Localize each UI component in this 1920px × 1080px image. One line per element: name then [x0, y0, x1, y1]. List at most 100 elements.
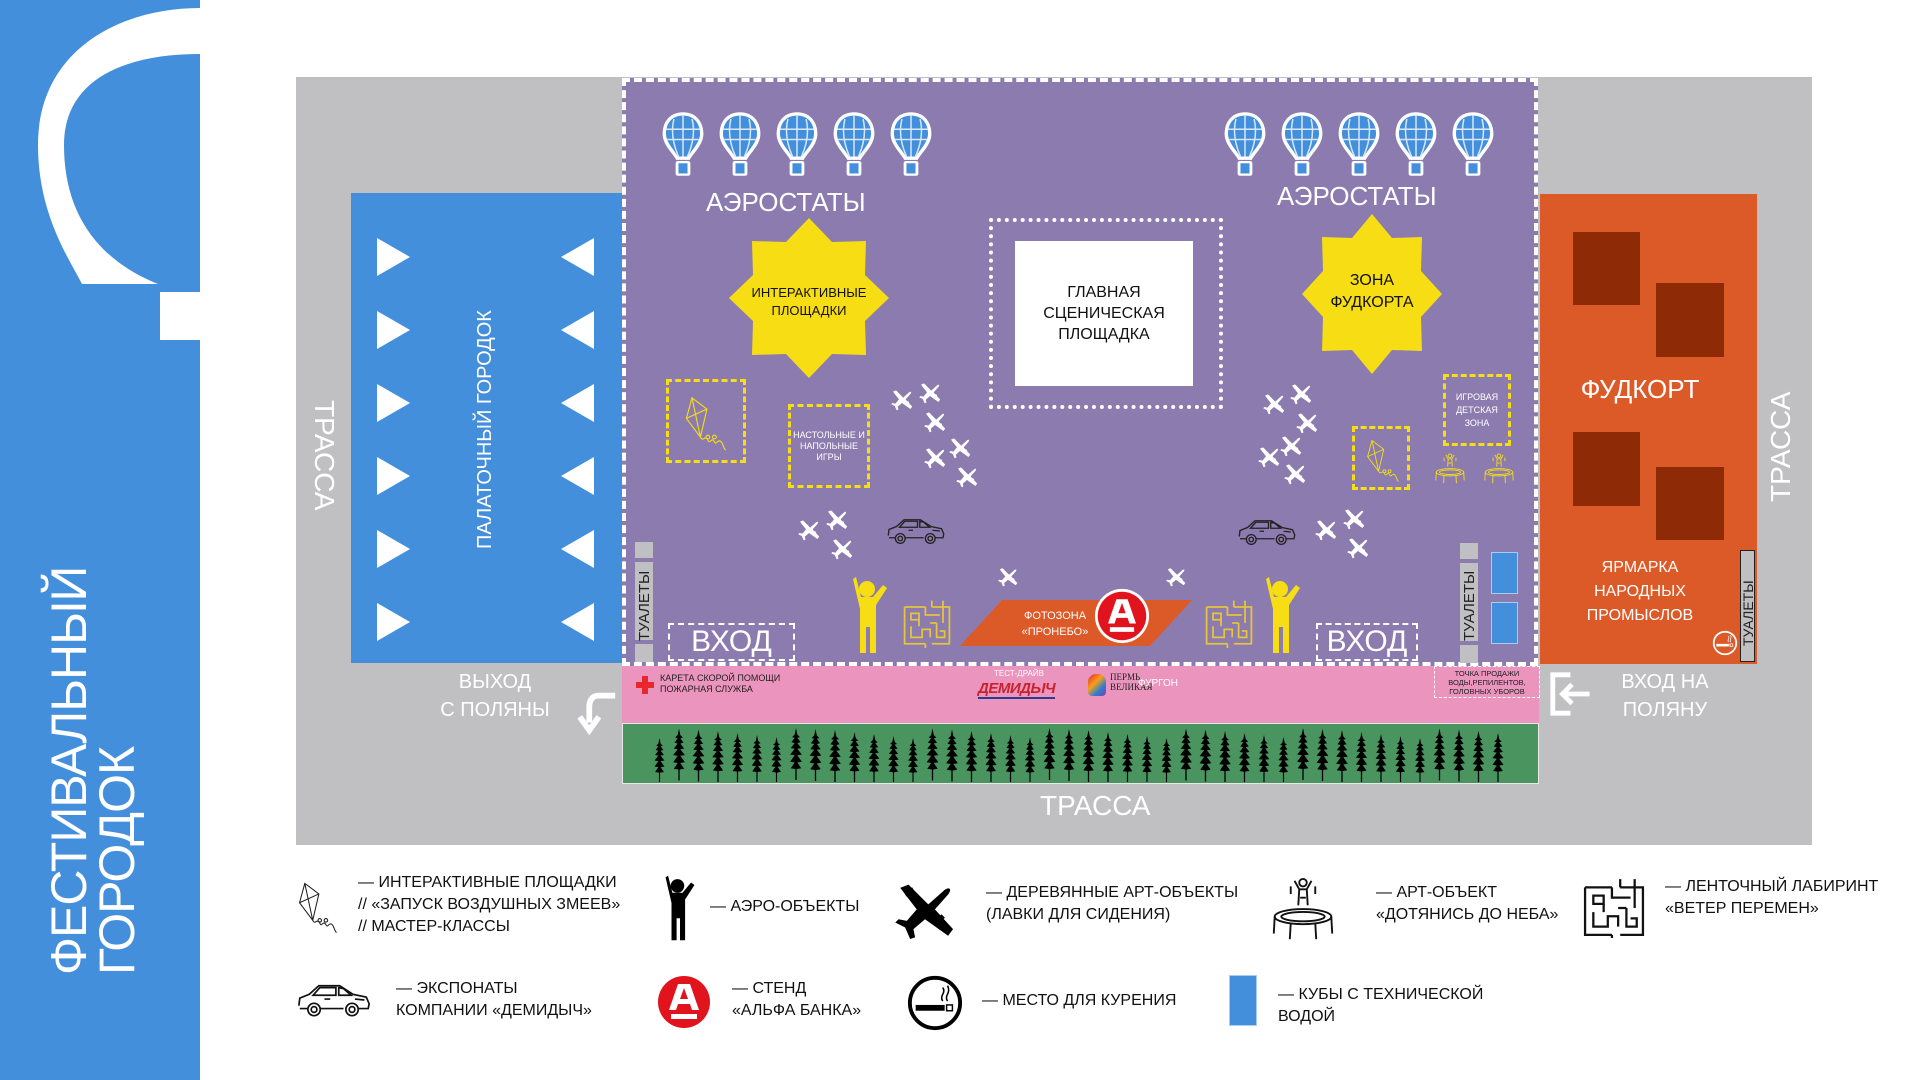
- airplane-icon: [830, 537, 854, 561]
- road-label-right: ТРАССА: [1765, 391, 1796, 502]
- kite-icon: [296, 880, 340, 936]
- exit-glade-label: ВЫХОД С ПОЛЯНЫ: [430, 668, 560, 724]
- forest-trees: [653, 724, 1513, 785]
- kite-zone[interactable]: [1352, 426, 1410, 490]
- toilets-center-right[interactable]: ТУАЛЕТЫ: [1460, 543, 1478, 667]
- tent-city-zone[interactable]: ПАЛАТОЧНЫЙ ГОРОДОК: [351, 193, 623, 663]
- legend-line: «АЛЬФА БАНКА»: [732, 1002, 862, 1019]
- tree-icon: [1278, 737, 1289, 782]
- water-sales-point[interactable]: ТОЧКА ПРОДАЖИ ВОДЫ,РЕПИЛЕНТОВ, ГОЛОВНЫХ …: [1434, 666, 1540, 698]
- airplane-icon: [1262, 392, 1286, 416]
- entrance-left[interactable]: ВХОД: [668, 623, 795, 661]
- label-line: НАПОЛЬНЫЕ ИГРЫ: [799, 440, 859, 462]
- legend-line: — КУБЫ С ТЕХНИЧЕСКОЙ: [1278, 986, 1484, 1003]
- legend: — ИНТЕРАКТИВНЫЕ ПЛОЩАДКИ // «ЗАПУСК ВОЗД…: [296, 870, 1896, 1070]
- sidebar: ФЕСТИВАЛЬНЫЙ ГОРОДОК: [0, 0, 200, 1080]
- main-stage[interactable]: ГЛАВНАЯ СЦЕНИЧЕСКАЯ ПЛОЩАДКА: [1015, 241, 1193, 386]
- tent-icon: [377, 238, 410, 276]
- water-cube-icon[interactable]: [1491, 552, 1518, 594]
- airplane-icon: [1342, 507, 1366, 531]
- kite-icon: [1363, 439, 1403, 483]
- toilets-foodcourt[interactable]: ТУАЛЕТЫ: [1740, 550, 1756, 662]
- food-zone-label: ЗОНА ФУДКОРТА: [1302, 270, 1442, 314]
- tree-icon: [848, 732, 861, 782]
- car-icon[interactable]: [1237, 516, 1297, 548]
- tree-icon: [1297, 728, 1309, 780]
- tree-icon: [790, 728, 802, 780]
- tent-icon: [377, 530, 410, 568]
- smoking-area-icon: [906, 974, 964, 1032]
- trampoline-icon: [1434, 452, 1466, 486]
- tree-icon: [1238, 733, 1251, 782]
- person-waving-icon[interactable]: [850, 575, 890, 655]
- toilets-label: ТУАЛЕТЫ: [1461, 570, 1478, 641]
- tree-icon: [1005, 735, 1016, 782]
- enter-arrow-icon[interactable]: [1548, 670, 1596, 718]
- smoking-area-icon[interactable]: [1712, 630, 1738, 656]
- food-zone-star[interactable]: [1302, 214, 1442, 374]
- airplane-icon: [918, 381, 942, 405]
- person-waving-icon[interactable]: [1263, 575, 1303, 655]
- tent-icon: [377, 457, 410, 495]
- car-icon[interactable]: [886, 515, 946, 547]
- tent-icon: [561, 457, 594, 495]
- legend-item-water: — КУБЫ С ТЕХНИЧЕСКОЙ ВОДОЙ: [1278, 984, 1483, 1028]
- airplane-icon: [948, 436, 972, 460]
- maze-icon[interactable]: [903, 598, 951, 648]
- water-cube-icon[interactable]: [1491, 602, 1518, 644]
- interactive-zone-star[interactable]: [729, 218, 889, 378]
- kite-icon: [681, 396, 731, 452]
- entrance-right[interactable]: ВХОД: [1316, 623, 1418, 661]
- legend-line: «ВЕТЕР ПЕРЕМЕН»: [1665, 900, 1819, 917]
- airplane-icon: [797, 518, 821, 542]
- tree-icon: [1258, 735, 1270, 782]
- airplane-icon: [1283, 462, 1307, 486]
- legend-line: // МАСТЕР-КЛАССЫ: [358, 918, 510, 935]
- ambulance-label: КАРЕТА СКОРОЙ ПОМОЩИ ПОЖАРНАЯ СЛУЖБА: [660, 673, 780, 695]
- tent-city-label: ПАЛАТОЧНЫЙ ГОРОДОК: [474, 310, 496, 549]
- label-line: НАСТОЛЬНЫЕ И: [793, 429, 865, 440]
- aerostats-right-label: АЭРОСТАТЫ: [1277, 181, 1437, 211]
- sidebar-title: ФЕСТИВАЛЬНЫЙ ГОРОДОК: [41, 567, 145, 975]
- label-line: ВОДЫ,РЕПИЛЕНТОВ,: [1448, 678, 1526, 687]
- tree-icon: [654, 738, 665, 782]
- legend-line: — ИНТЕРАКТИВНЫЕ ПЛОЩАДКИ: [358, 874, 617, 891]
- entry-glade-label: ВХОД НА ПОЛЯНУ: [1600, 668, 1730, 724]
- toilet-block: [635, 562, 653, 640]
- tree-icon: [908, 738, 918, 782]
- tree-icon: [809, 729, 822, 781]
- tree-icon: [1336, 730, 1348, 782]
- foodcourt-zone[interactable]: ФУДКОРТ ЯРМАРКА НАРОДНЫХ ПРОМЫСЛОВ: [1540, 194, 1757, 664]
- label-line: НАРОДНЫХ: [1594, 583, 1686, 600]
- tent-icon: [377, 311, 410, 349]
- kids-zone[interactable]: ИГРОВАЯ ДЕТСКАЯ ЗОНА: [1443, 374, 1511, 446]
- balloon-icon: [1222, 110, 1268, 178]
- label-line: ФУДКОРТА: [1330, 294, 1414, 311]
- balloon-icon: [1393, 110, 1439, 178]
- tree-icon: [926, 728, 939, 781]
- board-games-zone[interactable]: НАСТОЛЬНЫЕ И НАПОЛЬНЫЕ ИГРЫ: [788, 404, 870, 488]
- main-stage-area: [989, 218, 1223, 409]
- airplane-icon: [1295, 411, 1319, 435]
- service-strip: КАРЕТА СКОРОЙ ПОМОЩИ ПОЖАРНАЯ СЛУЖБА ТЕС…: [622, 666, 1540, 723]
- legend-line: «ДОТЯНИСЬ ДО НЕБА»: [1376, 906, 1559, 923]
- alfa-bank-icon[interactable]: [1094, 588, 1150, 644]
- tree-icon: [1082, 730, 1095, 782]
- exit-arrow-icon[interactable]: [572, 688, 620, 736]
- tree-icon: [1395, 736, 1406, 782]
- toilet-block: [635, 542, 653, 558]
- toilets-left[interactable]: ТУАЛЕТЫ: [635, 540, 653, 664]
- toilet-block: [1740, 550, 1755, 662]
- toilets-label: ТУАЛЕТЫ: [1740, 580, 1756, 646]
- legend-line: — МЕСТО ДЛЯ КУРЕНИЯ: [982, 992, 1177, 1009]
- airplane-icon: [1314, 518, 1338, 542]
- legend-item-maze: — ЛЕНТОЧНЫЙ ЛАБИРИНТ «ВЕТЕР ПЕРЕМЕН»: [1665, 876, 1878, 920]
- maze-icon[interactable]: [1205, 598, 1253, 648]
- kite-zone[interactable]: [666, 379, 746, 463]
- balloon-icon: [774, 110, 820, 178]
- tree-icon: [888, 736, 899, 782]
- legend-item-aero: — АЭРО-ОБЪЕКТЫ: [710, 896, 859, 918]
- airplane-icon: [923, 410, 947, 434]
- tree-icon: [1355, 732, 1368, 782]
